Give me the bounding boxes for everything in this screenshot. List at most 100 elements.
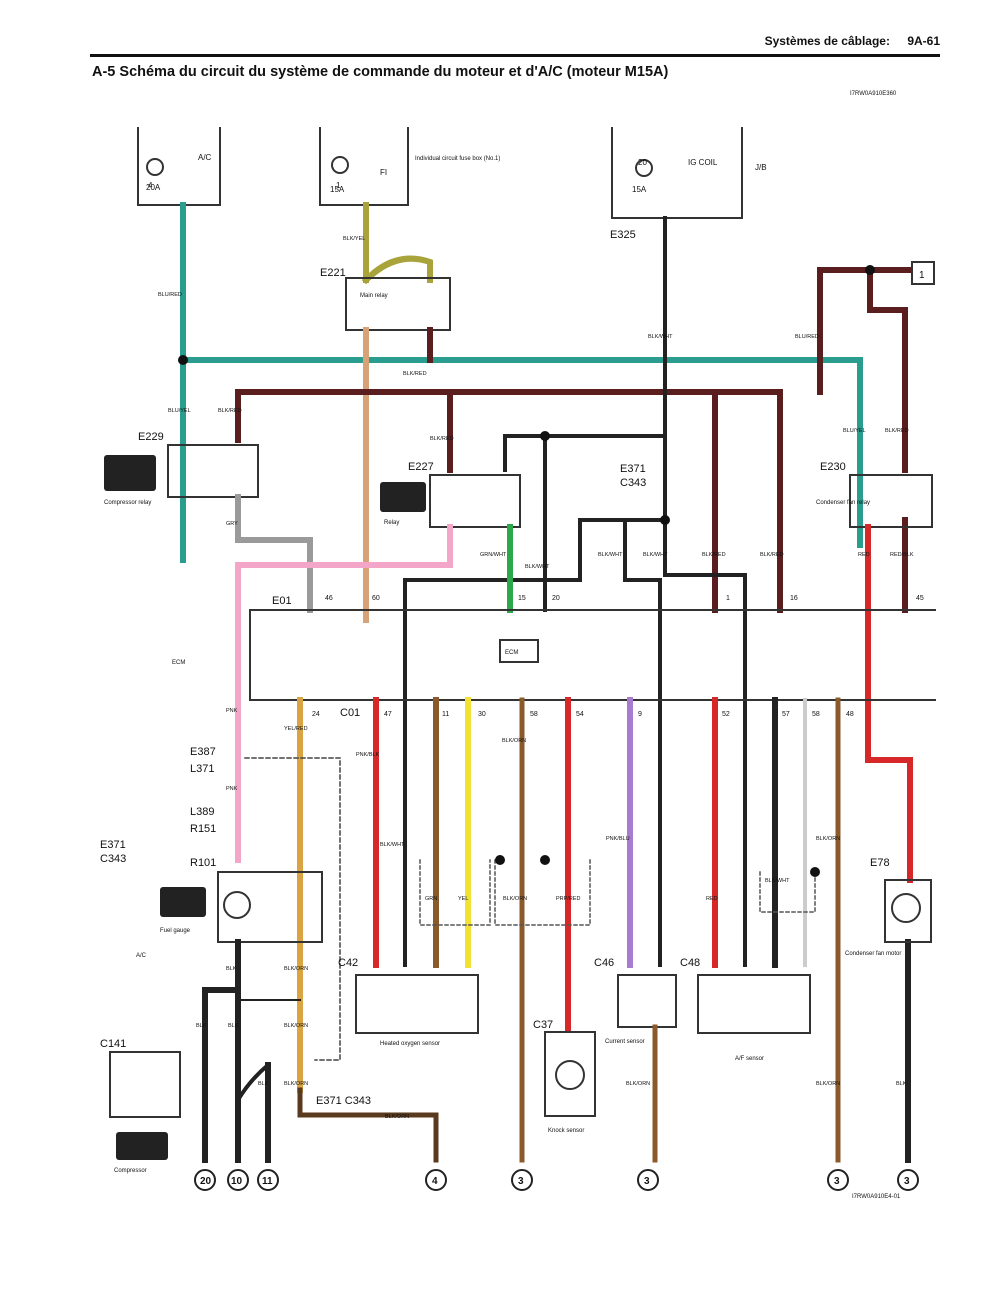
wire-label: BLK/ORN [284, 1023, 308, 1029]
comp-label: Heated oxygen sensor [380, 1041, 440, 1047]
wire-label: BLU/YEL [843, 428, 866, 434]
wire-label: BLK [228, 1023, 239, 1029]
page-header: Systèmes de câblage: 9A-61 [90, 28, 940, 57]
wire-label: BLU/RED [158, 292, 182, 298]
conn-label: E371 [100, 839, 126, 851]
ground-label: 20 [200, 1176, 212, 1187]
ground-label: 3 [904, 1176, 910, 1187]
comp-label: Compressor [114, 1168, 147, 1174]
relay-box [429, 474, 521, 528]
header-section: Systèmes de câblage: [764, 34, 890, 48]
conn-label: E371 C343 [316, 1095, 371, 1107]
comp-label: Condenser fan relay [816, 500, 870, 506]
knock-icon [555, 1060, 585, 1090]
knock-sensor-box [544, 1031, 596, 1117]
wire-label: GRN [425, 896, 437, 902]
wire-label: RED/BLK [890, 552, 914, 558]
ground-label: 3 [518, 1176, 524, 1187]
comp-label: Compressor relay [104, 500, 151, 506]
wire-label: BLK/ORN [284, 1081, 308, 1087]
conn-label: C141 [100, 1038, 126, 1050]
pin-label: 11 [442, 711, 449, 718]
fuse-amp: 15A [632, 185, 647, 194]
wire-label: BLU/RED [795, 334, 819, 340]
ground-label: 11 [262, 1176, 273, 1187]
fuse-amp: 20A [146, 183, 161, 192]
marker-box [911, 261, 935, 285]
conn-label: E230 [820, 461, 846, 473]
junction-dot [660, 515, 670, 525]
ground-icon [227, 1169, 249, 1191]
pin-label: 48 [846, 711, 854, 718]
relay-icon [380, 482, 426, 512]
ground-icon [194, 1169, 216, 1191]
comp-label: Knock sensor [548, 1128, 584, 1134]
compressor-relay-box [167, 444, 259, 498]
ground-icon [425, 1169, 447, 1191]
conn-label: E387 [190, 746, 216, 758]
comp-label: Current sensor [605, 1039, 645, 1045]
wire-label: BLK/WHT [643, 552, 668, 558]
wire-label: BLK [226, 966, 237, 972]
wire-label: BLK/ORN [816, 836, 840, 842]
wire-label: BLK/WHT [648, 334, 673, 340]
doc-code: I7RW0A910E360 [850, 91, 897, 97]
wire-label: BLK [258, 1081, 269, 1087]
wire-label: BLK [896, 1081, 907, 1087]
pin-label: 9 [638, 711, 642, 718]
af-sensor-box [697, 974, 811, 1034]
fuse-icon [635, 159, 653, 177]
wire-label: BLK/WHT [525, 564, 550, 570]
junction-dot [495, 855, 505, 865]
conn-label: L389 [190, 806, 214, 818]
wire-label: BLK/RED [403, 371, 427, 377]
marker-label: 1 [919, 270, 925, 281]
wire-label: BLK/ORN [385, 1114, 409, 1120]
pin-label: 47 [384, 711, 392, 718]
pin-label: 57 [782, 711, 790, 718]
comp-label: ECM [505, 650, 518, 656]
motor-icon [891, 893, 921, 923]
pin-label: 16 [790, 595, 798, 602]
wire-label: BLK [196, 1023, 207, 1029]
ground-icon [637, 1169, 659, 1191]
conn-label: E325 [610, 229, 636, 241]
wire-label: YEL/RED [284, 726, 308, 732]
pin-label: 52 [722, 711, 730, 718]
fuse-icon [331, 156, 349, 174]
shield-o2 [419, 859, 491, 926]
wire-label: BLK/ORN [284, 966, 308, 972]
wire-label: BLK/RED [218, 408, 242, 414]
conn-label: E01 [272, 595, 292, 607]
wire-label: BLU/YEL [168, 408, 191, 414]
comp-label: Fuel gauge [160, 928, 191, 934]
wire-label: PNK [226, 786, 238, 792]
conn-label: L371 [190, 763, 214, 775]
condenser-relay-box [849, 474, 933, 528]
conn-label: E229 [138, 431, 164, 443]
pin-label: 15 [518, 595, 526, 602]
wire-label: YEL [458, 896, 468, 902]
ground-icon [827, 1169, 849, 1191]
pin-label: 1 [726, 595, 730, 602]
shield-knock [494, 859, 591, 926]
wire-label: BLK/ORN [502, 738, 526, 744]
wire-label: PNK/BLU [606, 836, 630, 842]
pin-label: 24 [312, 711, 320, 718]
main-relay-box [345, 277, 451, 331]
comp-label: ECM [172, 660, 185, 666]
wire-label: BLK/YEL [343, 236, 365, 242]
fuse-name: IG COIL [688, 158, 718, 167]
comp-label: A/C [136, 953, 147, 959]
fuse-name: A/C [198, 153, 212, 162]
wire-black-current [623, 518, 662, 967]
pin-label: 58 [530, 711, 538, 718]
pin-label: 46 [325, 595, 333, 602]
pin-label: 30 [478, 711, 486, 718]
fuse-num: 20 [638, 158, 647, 167]
fuse-num: 4 [148, 181, 153, 190]
comp-label: A/F sensor [735, 1056, 764, 1062]
ground-label: 4 [432, 1176, 438, 1187]
wire-brown-ground4 [297, 1087, 439, 1163]
ecm-chip [499, 639, 539, 663]
